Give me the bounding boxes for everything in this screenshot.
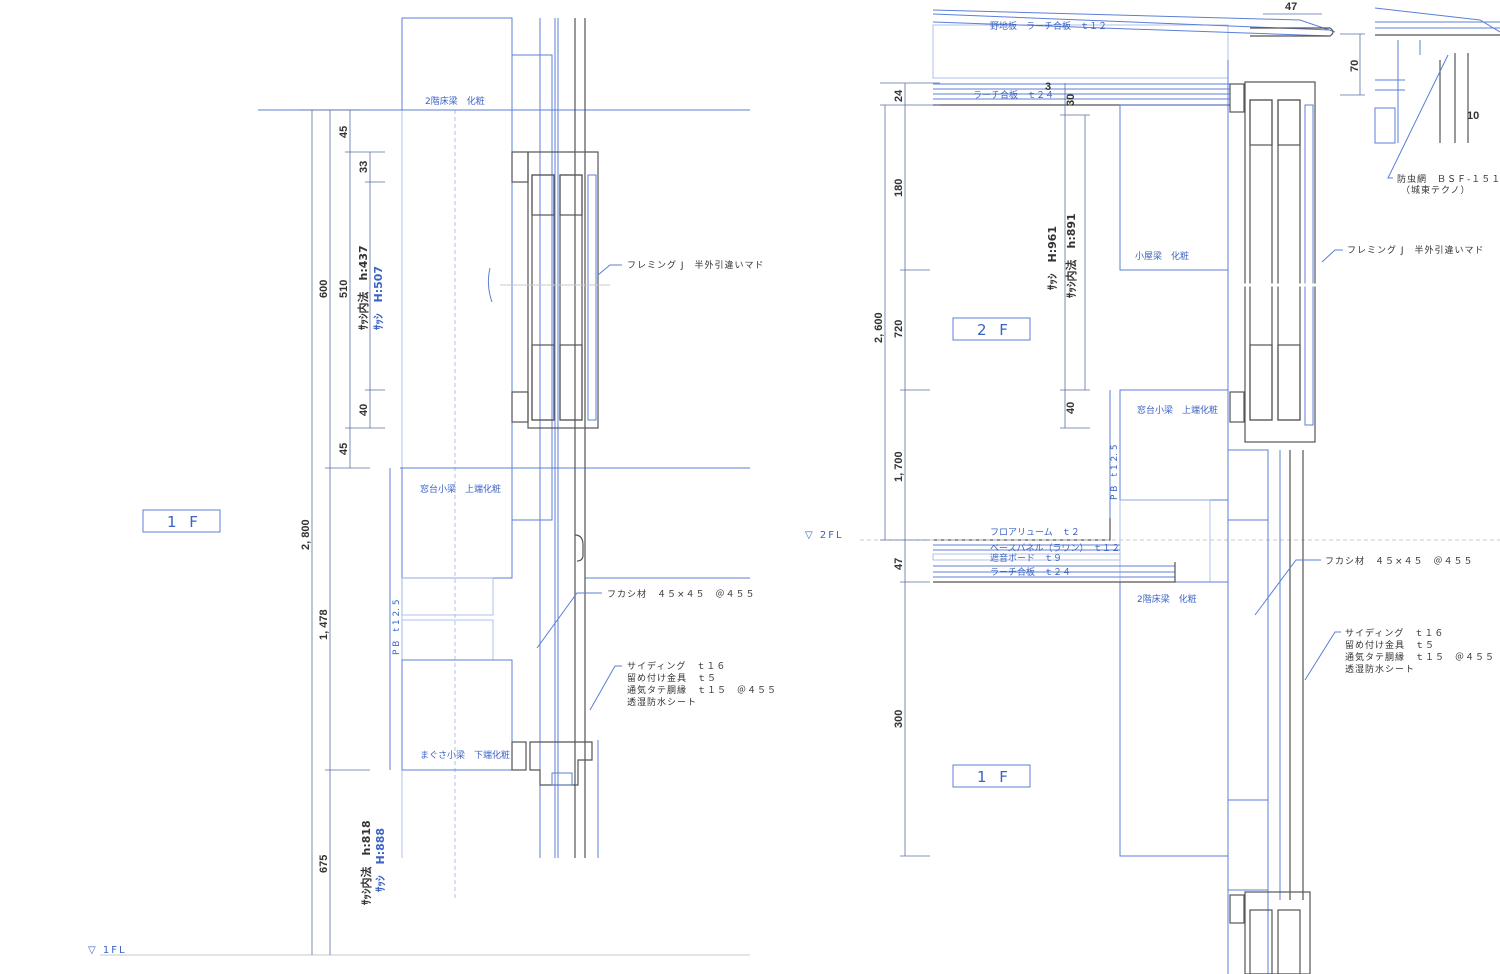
svg-text:ｻｯｼ内法 h:437: ｻｯｼ内法 h:437 [356,245,370,330]
ceiling-label: ラーチ合板 ｔ２４ [973,89,1054,101]
siding-callout: 留め付け金具 ｔ５ [1345,639,1435,651]
pb-label: P B t 1 2. 5 [1110,444,1120,500]
window-callout: フレミング J 半外引違いマド [627,259,765,271]
svg-text:1, 700: 1, 700 [893,451,905,482]
dimensions-left: 2, 800 600 1, 478 675 45 510 45 33 40 ｻｯ… [300,109,387,955]
beam-label: 小屋梁 化粧 [1135,250,1189,262]
svg-text:ｻｯｼ内法 h:818: ｻｯｼ内法 h:818 [359,820,373,905]
svg-text:45: 45 [338,443,350,455]
svg-text:47: 47 [893,558,905,570]
siding-joint [574,534,584,562]
screen-maker-callout: （城東テクノ） [1401,184,1470,196]
window-callout: フレミング J 半外引違いマド [1347,244,1485,256]
floor-label: 1 F [977,768,1012,786]
left-section: 2階床梁 化粧 窓台小梁 上端化粧 まぐさ小梁 下端化粧 P B t 1 2. … [88,17,777,956]
siding-callout: サイディング ｔ１６ [627,660,726,672]
roof-beam [1119,104,1229,271]
leader-line [1387,54,1449,179]
svg-text:510: 510 [338,280,350,298]
window-sash-lower [1229,891,1311,974]
floor-label: 1 F [167,513,202,531]
svg-text:675: 675 [318,855,330,873]
pb-label: P B t 1 2. 5 [392,599,402,655]
svg-text:180: 180 [893,179,905,197]
floor-tag-1f [142,509,221,533]
leader-line [589,665,622,711]
svg-text:45: 45 [338,126,350,138]
roof-edge [1250,27,1334,37]
svg-text:40: 40 [1065,402,1077,414]
roof-label: 野地板 ラーチ合板 ｔ１２ [990,20,1107,32]
floor-label: 2 F [977,321,1012,339]
siding-callout: 通気タテ胴縁 ｔ１５ ＠４５５ [1345,651,1495,663]
floor-layer-label: 遮音ボード ｔ９ [990,552,1062,564]
leader-line [1254,559,1321,616]
leader-line [1304,631,1341,681]
siding-callout: 透湿防水シート [627,696,697,708]
screen-callout: 防虫網 ＢＳＦ-１５１８ [1397,173,1500,185]
insulation [401,619,494,661]
window-sash-lower [511,741,593,786]
eave-detail-inset [1374,7,1500,144]
dimension-label: 70 [1349,60,1361,72]
wall-stud [1227,449,1269,521]
svg-text:33: 33 [358,161,370,173]
lintel-beam [401,659,513,771]
wall-stud [511,54,553,521]
svg-text:300: 300 [893,710,905,728]
leader-line [1321,249,1343,263]
floor-layer-label: フロアリューム ｔ２ [990,527,1080,538]
floor-tag-1f [952,764,1031,788]
floor-layers [932,518,1176,583]
siding-callout: サイディング ｔ１６ [1345,627,1444,639]
dimension-label: 10 [1467,110,1479,122]
svg-text:ｻｯｼ H:961: ｻｯｼ H:961 [1046,226,1059,290]
siding-callout: 留め付け金具 ｔ５ [627,672,717,684]
svg-text:ｻｯｼ内法 h:891: ｻｯｼ内法 h:891 [1064,213,1078,298]
siding-callout: 通気タテ胴縁 ｔ１５ ＠４５５ [627,684,777,696]
svg-text:3: 3 [1045,81,1051,93]
beam-label: 窓台小梁 上端化粧 [420,483,501,495]
wall-stud [1227,799,1269,891]
furring-callout: フカシ材 ４５×４５ ＠４５５ [607,588,756,600]
roof-insulation [932,24,1229,79]
window-sash [1229,81,1320,443]
svg-text:720: 720 [893,320,905,338]
dimensions-right: 2, 600 24 180 720 1, 700 47 300 30 3 40 … [873,81,1090,857]
floor-tag-2f [952,317,1031,341]
level-label: ▽ 2FL [805,530,844,541]
insulation [401,577,494,616]
svg-text:ｻｯｼ H:888: ｻｯｼ H:888 [374,828,387,892]
floor-layer-label: ラーチ合板 ｔ２４ [990,566,1071,578]
floor-insulation [1119,499,1211,583]
svg-text:600: 600 [318,280,330,298]
svg-text:24: 24 [893,89,905,102]
beam-label: 2階床梁 化粧 [425,95,485,107]
svg-text:2, 600: 2, 600 [873,312,885,343]
beam-label: 2階床梁 化粧 [1137,593,1197,605]
svg-text:ｻｯｼ H:507: ｻｯｼ H:507 [372,266,385,330]
svg-text:1, 478: 1, 478 [318,609,330,640]
furring-callout: フカシ材 ４５×４５ ＠４５５ [1325,555,1474,567]
dimension-label: 47 [1285,1,1297,13]
siding-callout: 透湿防水シート [1345,663,1415,675]
beam-label: 窓台小梁 上端化粧 [1137,404,1218,416]
leader-line [597,264,622,276]
svg-text:40: 40 [358,404,370,416]
floor-layer-label: ベースパネル（ラワン） ｔ１２ [990,543,1120,554]
level-label: ▽ 1FL [88,945,127,956]
beam-label: まぐさ小梁 下端化粧 [420,749,510,761]
svg-text:2, 800: 2, 800 [300,519,312,550]
leader-line [536,592,602,649]
right-section: 野地板 ラーチ合板 ｔ１２ ラーチ合板 ｔ２４ 小屋梁 化粧 窓台小梁 上端化粧… [805,1,1500,974]
svg-text:30: 30 [1065,94,1077,106]
floor-beam-2f [1119,581,1229,857]
window-sash [487,151,610,429]
